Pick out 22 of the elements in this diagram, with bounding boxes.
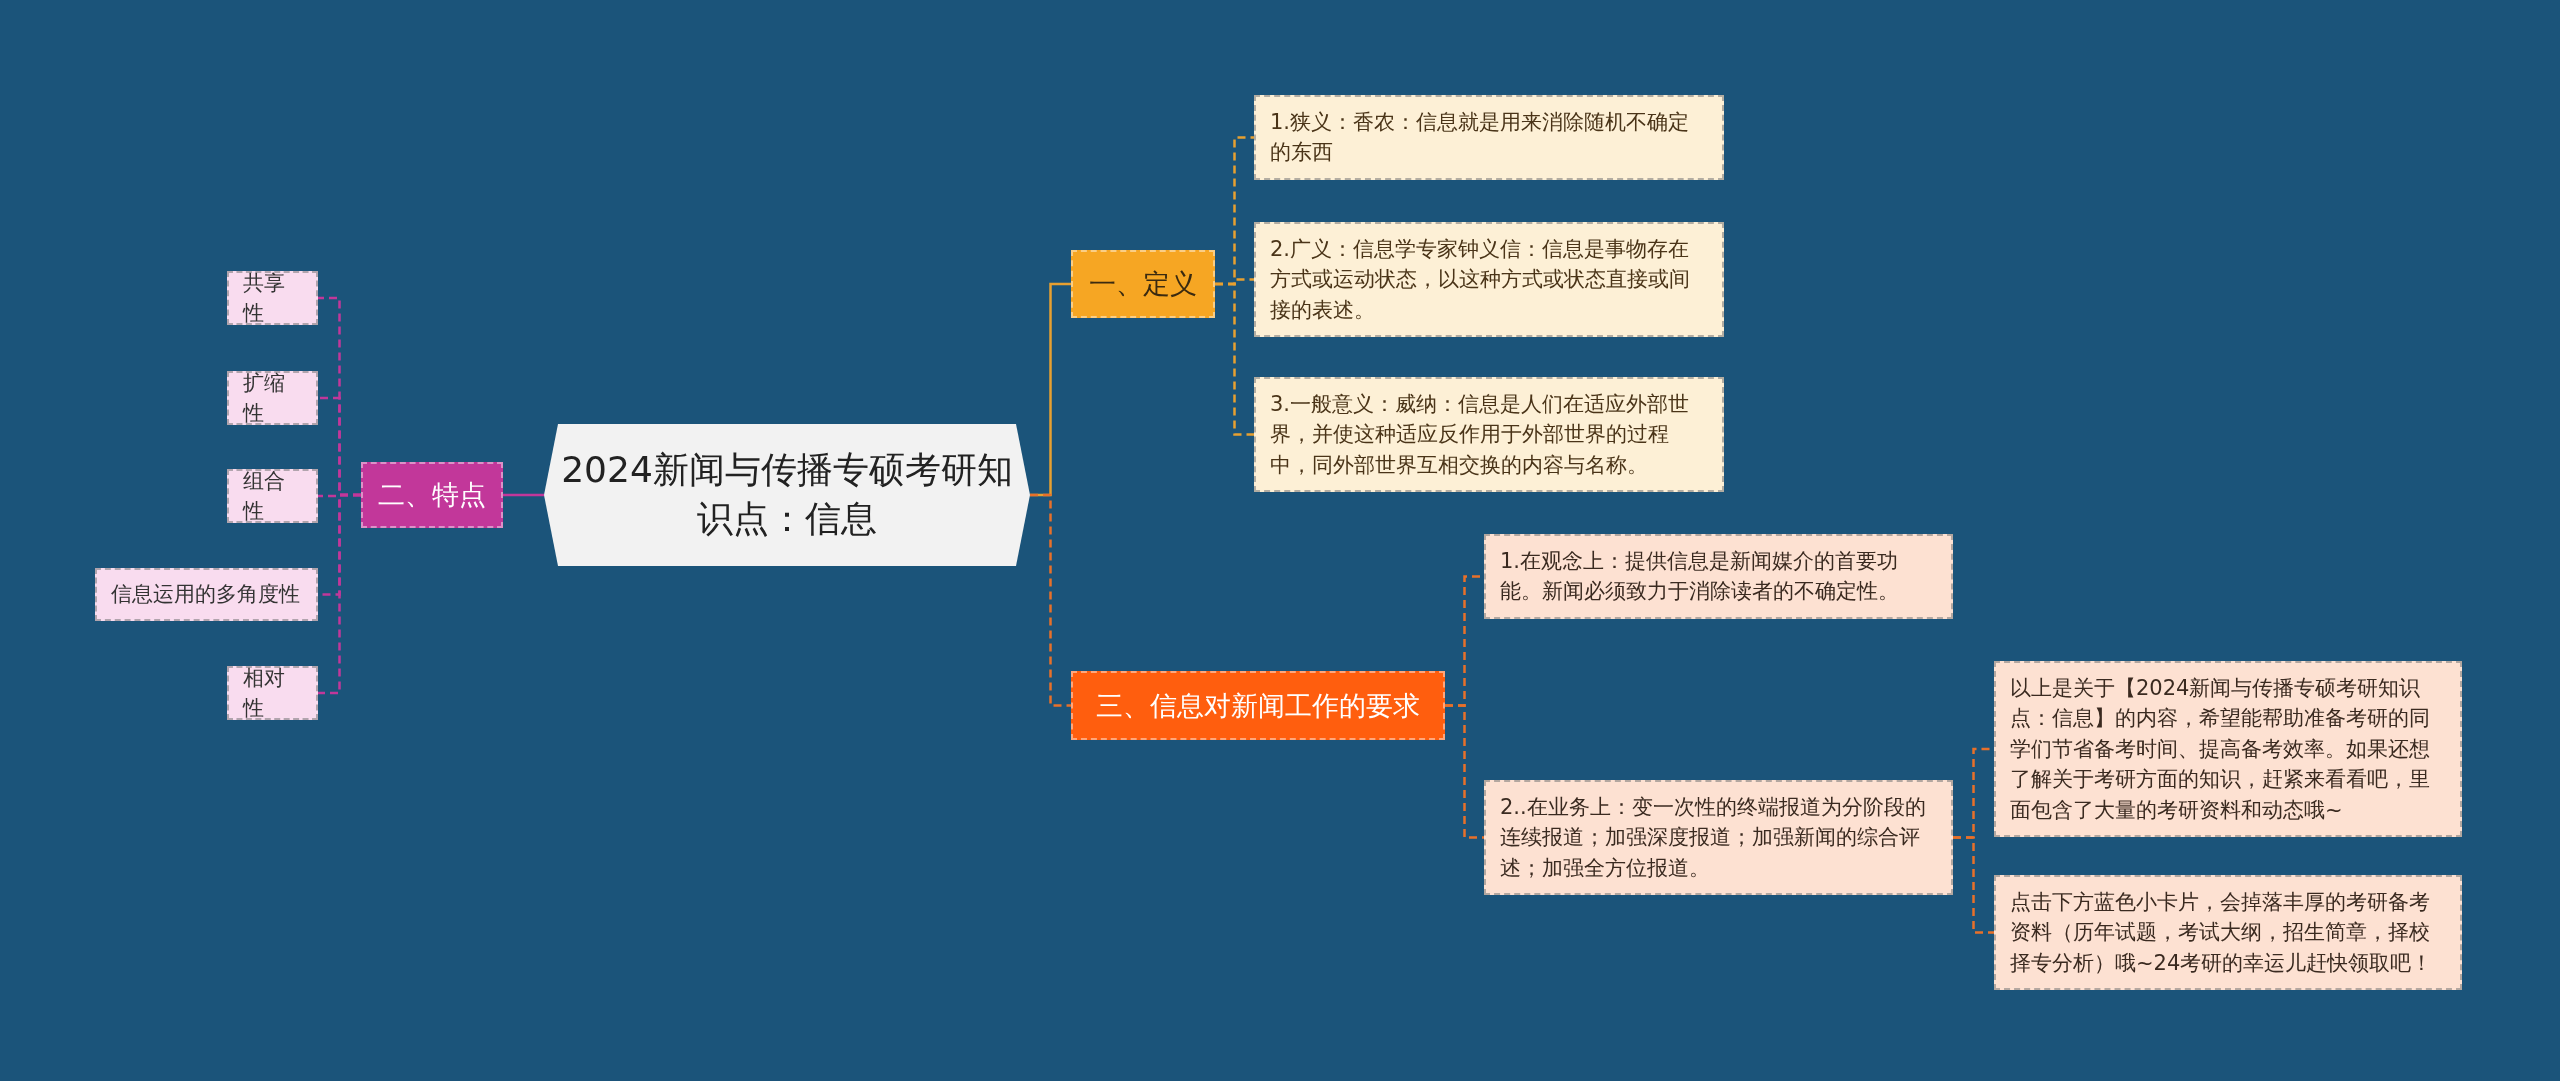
connector-line [1953, 836, 1994, 934]
subtopic-box: 以上是关于【2024新闻与传播专硕考研知识点：信息】的内容，希望能帮助准备考研的同学们节省备考时间、提高备考效率。如果还想了解关于考研方面的知识，赶紧来看看吧，里面包含了大量的考研资料和动态哦~ [1994, 661, 2462, 838]
subtopic-box: 1.狭义：香农：信息就是用来消除随机不确定的东西 [1254, 95, 1724, 180]
subtopic-box: 组合性 [227, 469, 318, 523]
subtopic-box: 2..在业务上：变一次性的终端报道为分阶段的连续报道；加强深度报道；加强新闻的综合评述；加强全方位报道。 [1484, 780, 1953, 896]
subtopic-box: 3.一般意义：威纳：信息是人们在适应外部世界，并使这种适应反作用于外部世界的过程中，同外部世界互相交换的内容与名称。 [1254, 377, 1724, 493]
subtopic-box: 扩缩性 [227, 371, 318, 425]
connector-line [1445, 704, 1484, 839]
connector-line [1215, 282, 1254, 436]
subtopic-box: 1.在观念上：提供信息是新闻媒介的首要功能。新闻必须致力于消除读者的不确定性。 [1484, 534, 1953, 619]
subtopic-box: 信息运用的多角度性 [95, 568, 318, 621]
connector-line [318, 493, 361, 695]
connector-line [1030, 493, 1071, 707]
subtopic-box: 共享性 [227, 271, 318, 325]
branch-topic: 三、信息对新闻工作的要求 [1071, 671, 1445, 740]
branch-topic: 二、特点 [361, 462, 503, 528]
connector-line [503, 493, 544, 497]
branch-topic: 一、定义 [1071, 250, 1215, 318]
central-topic: 2024新闻与传播专硕考研知识点：信息 [544, 424, 1030, 566]
subtopic-box: 点击下方蓝色小卡片，会掉落丰厚的考研备考资料（历年试题，考试大纲，招生简章，择校择专分析）哦~24考研的幸运儿赶快领取吧！ [1994, 875, 2462, 991]
subtopic-box: 2.广义：信息学专家钟义信：信息是事物存在方式或运动状态，以这种方式或状态直接或间接的表述。 [1254, 222, 1724, 338]
subtopic-box: 相对性 [227, 666, 318, 720]
